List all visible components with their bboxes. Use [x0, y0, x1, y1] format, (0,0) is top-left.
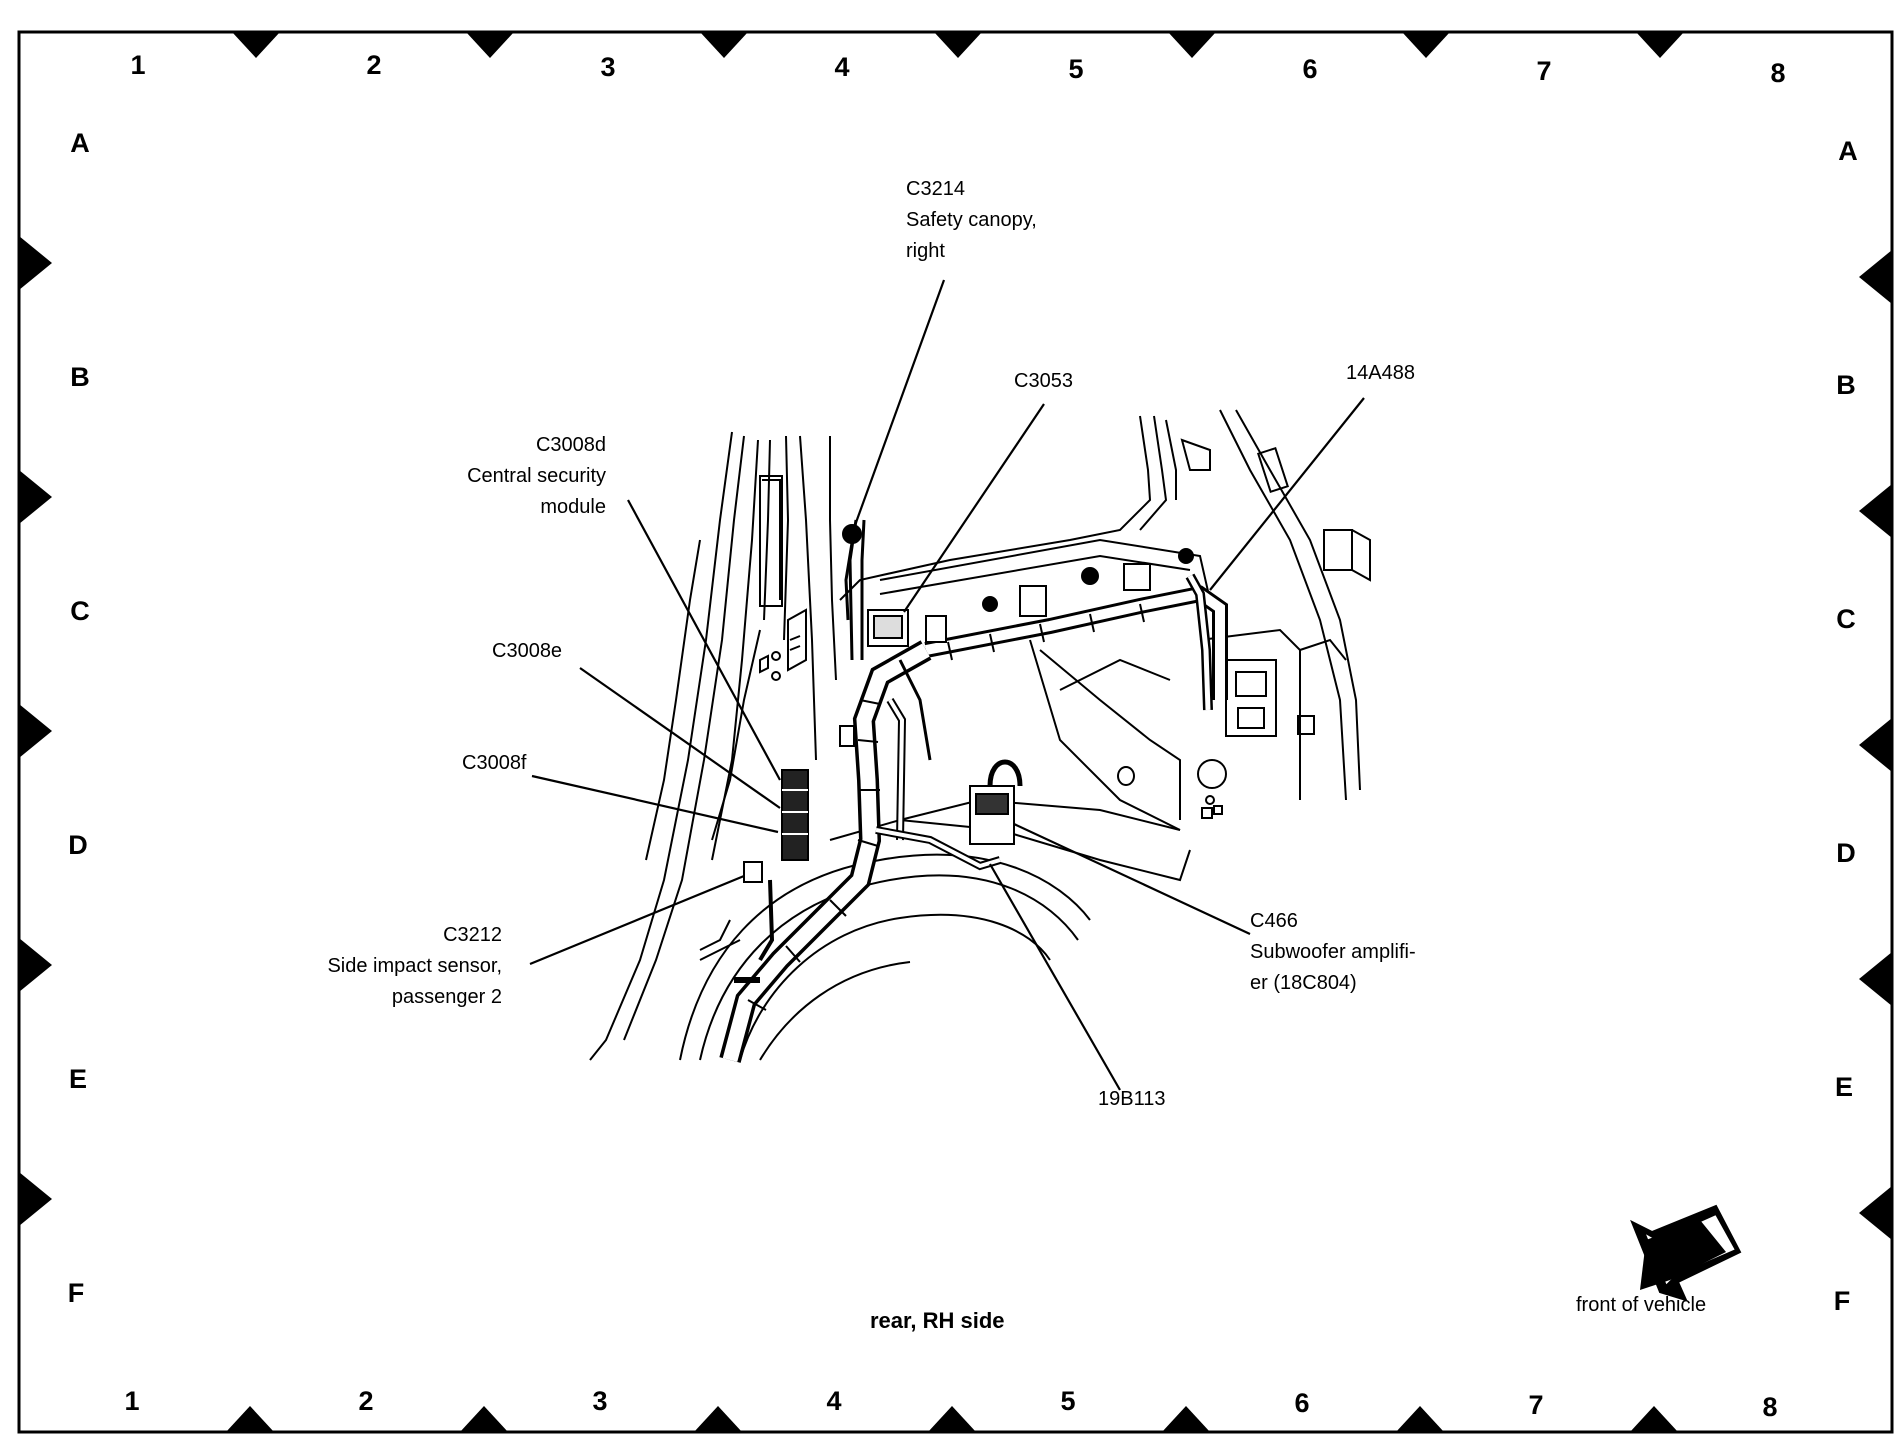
row-label-left-b: B [70, 362, 90, 392]
callout-c3008d: C3008d Central security module [410, 430, 606, 523]
col-label-top-7: 7 [1536, 56, 1552, 86]
leader-c3214 [852, 279, 946, 529]
col-label-bottom-4: 4 [826, 1386, 842, 1416]
callout-c3008f-code: C3008f [462, 752, 527, 774]
harness-tape-bands [747, 603, 1145, 1011]
bottom-grid-markers [226, 1406, 1678, 1432]
leader-c3008d [627, 499, 781, 781]
callout-c3008d-line2: module [540, 496, 606, 518]
callout-c3212-line2: passenger 2 [391, 986, 502, 1008]
diagram-caption: rear, RH side [870, 1308, 1005, 1333]
top-grid-markers [232, 32, 1684, 58]
leader-19b113 [989, 863, 1121, 1091]
vehicle-body-illustration [589, 409, 1371, 1061]
front-of-vehicle-label: front of vehicle [1576, 1294, 1707, 1316]
leader-c466 [1013, 823, 1251, 935]
col-label-bottom-1: 1 [124, 1386, 140, 1416]
callout-c3214-line2: right [906, 240, 945, 262]
callout-19b113: 19B113 [1098, 1084, 1165, 1115]
row-label-left-a: A [70, 128, 90, 158]
callout-c3214: C3214 Safety canopy, right [906, 174, 1037, 267]
row-label-left-e: E [68, 1064, 87, 1094]
col-label-top-3: 3 [600, 52, 616, 82]
callout-c3212: C3212 Side impact sensor, passenger 2 [290, 920, 502, 1013]
col-label-bottom-7: 7 [1528, 1390, 1544, 1420]
col-label-bottom-2: 2 [358, 1386, 374, 1416]
col-label-bottom-3: 3 [592, 1386, 608, 1416]
col-label-top-2: 2 [366, 50, 382, 80]
c3214-connector [842, 524, 862, 544]
col-label-bottom-6: 6 [1294, 1388, 1310, 1418]
row-label-right-e: E [1834, 1072, 1853, 1102]
col-label-top-1: 1 [130, 50, 146, 80]
callout-c466-line1: Subwoofer amplifi- [1250, 941, 1416, 963]
callout-c3008d-line1: Central security [467, 465, 606, 487]
callout-c3053: C3053 [1014, 366, 1073, 397]
col-label-top-8: 8 [1770, 58, 1786, 88]
callout-c466: C466 Subwoofer amplifi- er (18C804) [1250, 906, 1416, 999]
col-label-top-5: 5 [1068, 54, 1084, 84]
callout-c3008e: C3008e [492, 636, 562, 667]
front-of-vehicle-arrow-icon [1630, 1204, 1742, 1302]
row-label-right-d: D [1836, 838, 1856, 868]
callout-c3008d-code: C3008d [535, 434, 606, 456]
leader-c3008f [531, 774, 779, 834]
callout-19b113-code: 19B113 [1098, 1088, 1166, 1110]
callout-c3212-code: C3212 [443, 924, 502, 946]
callout-c3214-line1: Safety canopy, [906, 209, 1037, 231]
c3212-connector [743, 861, 763, 883]
row-label-right-b: B [1836, 370, 1856, 400]
row-label-left-c: C [70, 596, 90, 626]
col-label-bottom-5: 5 [1060, 1386, 1076, 1416]
leader-lines [529, 279, 1365, 1091]
c3008-module-connectors [781, 769, 809, 861]
col-label-top-6: 6 [1302, 54, 1318, 84]
callout-14a488-code: 14A488 [1346, 362, 1415, 384]
callout-c3008e-code: C3008e [492, 640, 563, 662]
right-grid-markers [1859, 250, 1892, 1240]
callout-c3214-code: C3214 [906, 178, 965, 200]
callout-c3053-code: C3053 [1014, 370, 1073, 392]
leader-c3008e [579, 667, 781, 809]
row-label-right-c: C [1836, 604, 1856, 634]
connectors [743, 524, 1194, 883]
row-label-left-d: D [68, 830, 88, 860]
leader-c3212 [529, 874, 745, 966]
leader-14a488 [1209, 397, 1365, 591]
leader-c3053 [903, 403, 1045, 613]
callout-c3212-line1: Side impact sensor, [327, 955, 502, 977]
row-label-left-f: F [67, 1278, 85, 1308]
callout-c3008f: C3008f [462, 748, 527, 779]
callout-c466-line2: er (18C804) [1250, 972, 1357, 994]
col-label-bottom-8: 8 [1762, 1392, 1778, 1422]
row-label-right-f: F [1833, 1286, 1851, 1316]
wiring-harness [719, 519, 1228, 1063]
row-label-right-a: A [1838, 136, 1858, 166]
callout-c466-code: C466 [1250, 910, 1298, 932]
left-grid-markers [19, 236, 52, 1226]
callout-14a488: 14A488 [1346, 358, 1415, 389]
col-label-top-4: 4 [834, 52, 850, 82]
